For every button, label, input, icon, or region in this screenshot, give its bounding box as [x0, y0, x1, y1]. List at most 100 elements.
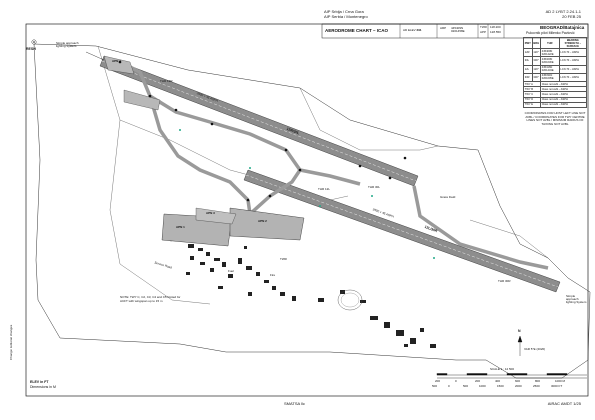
scale-tick: 400	[495, 379, 501, 383]
table-row: 12R 120° 445409N 0201422E LCN 70 – ASPH	[523, 48, 588, 58]
arp: ARP	[440, 27, 446, 30]
thr-30r-label: THR 30R	[498, 279, 511, 283]
rwy-table-header: RWY BRG THR BEARING STRENGTH – SURFACE	[523, 36, 588, 50]
freq-label-2: APP	[480, 30, 487, 34]
cell: 445416N 0201434E	[539, 64, 560, 74]
cell: LCN 70 – ASPH	[558, 56, 588, 66]
chart-title: AERODROME CHART – ICAO	[325, 28, 389, 33]
cell: 445320N 0201630E	[539, 56, 560, 66]
apron-1-label: APN 1	[176, 225, 185, 229]
fuel-label: Fuel	[228, 269, 234, 273]
apron-4-label: APN 4	[112, 59, 121, 63]
resh-label: RESH	[26, 47, 36, 51]
scale-tick: 200	[435, 379, 441, 383]
scale-ft-tick: 2000	[515, 384, 522, 388]
scale-ft-tick: 1500	[497, 384, 504, 388]
freq-value-1: 118.200	[490, 25, 501, 29]
coordinates-note: COORDINATES FOR HOST LEFT LINE NOT AVBL …	[524, 111, 586, 126]
circular-track	[337, 289, 363, 311]
header-left-line2: AIP Serbia / Montenegro	[324, 14, 368, 19]
cell: LCN 70 – ASPH	[558, 64, 588, 74]
rwy-heading-arrow-icon	[85, 51, 105, 61]
scale-ft-tick: 2500	[533, 384, 540, 388]
scale-ft-tick: 0	[448, 384, 450, 388]
windsock-icon	[31, 39, 37, 45]
cell: 445331N 0201605E	[539, 72, 560, 82]
scale-ft-tick: 1000	[479, 384, 486, 388]
grass-field-label: Grass Field	[440, 195, 456, 199]
fire-label: Fire	[270, 273, 276, 277]
thr-col: THR	[539, 36, 560, 50]
north-arrow-icon	[517, 335, 523, 356]
cell: Class not avbl – ASPH	[539, 101, 588, 108]
scale-tick: 200	[475, 379, 481, 383]
thr-12l-label: THR 12L	[318, 187, 331, 191]
cell: 12L	[523, 64, 533, 74]
scale-tick: 800	[535, 379, 541, 383]
aerodrome-name: BEOGRAD/Batajnica	[540, 25, 585, 30]
brg-col: BRG	[531, 36, 541, 50]
title-block	[321, 23, 589, 39]
aerodrome-subtitle: Pukovnik pilot Milenko Pavlović	[526, 31, 575, 35]
cell: 120°	[531, 48, 541, 58]
cell: 30R	[523, 72, 533, 82]
header-left: AIP Srbija / Crna Gora AIP Serbia / Mont…	[324, 10, 368, 19]
cell: LCN 70 – ASPH	[558, 48, 588, 58]
scale-ft-tick: 3000 FT	[551, 384, 563, 388]
holding-points	[118, 60, 407, 202]
twy-limit-note: NOTE: TWY C, C2, C3, C4 and C5 limited f…	[120, 295, 181, 303]
scale-ft-tick: 500	[432, 384, 438, 388]
elev-note-1: ELEV in FT	[30, 380, 49, 384]
chart-frame	[25, 23, 589, 397]
elev-note-2: Dimensions in M	[30, 385, 56, 389]
rwy-col: RWY	[523, 36, 533, 50]
cell: 12R	[523, 48, 533, 58]
bs-col: BEARING STRENGTH – SURFACE	[558, 36, 588, 50]
ad-elev-value: 291	[416, 28, 422, 32]
header-right-line2: 20 FEB 25	[562, 14, 581, 19]
magnetic-variation: VAR 5°E (2020)	[524, 347, 546, 351]
footer-left: SMATSA llc	[284, 401, 305, 406]
twr-label: TWR	[280, 257, 287, 261]
scale-tick: 600	[515, 379, 521, 383]
thr-30l-label: THR 30L	[368, 185, 381, 189]
table-row: 30R 300° 445331N 0201605E LCN 70 – ASPH	[523, 72, 588, 82]
cell: LCN 70 – ASPH	[558, 72, 588, 82]
cell: 300°	[531, 56, 541, 66]
thr-12r-label: THR 12R	[160, 79, 173, 83]
ad-elev-label: AD ELEV	[403, 28, 416, 32]
header-right-line1: AD 2 LYBT 2.24.1-1	[545, 9, 581, 14]
apron-3-label: APN 3	[206, 211, 215, 215]
apron-2-label: APN 2	[258, 219, 267, 223]
freq-label-1: TWR	[480, 25, 487, 29]
table-row: 12L 120° 445416N 0201434E LCN 70 – ASPH	[523, 64, 588, 74]
cell: 445409N 0201422E	[539, 48, 560, 58]
scale-label: SCALE 1 : 12 500	[490, 367, 515, 371]
aerodrome-boundary	[33, 43, 591, 379]
approach-lighting-label-2: Simple approach lighting System	[566, 294, 587, 304]
buildings	[186, 244, 436, 348]
rwy-strength-table: RWY BRG THR BEARING STRENGTH – SURFACE 1…	[523, 36, 588, 108]
apron-3	[195, 207, 237, 225]
freq-value-2: 128.550	[490, 30, 501, 34]
cell: 30L	[523, 56, 533, 66]
runway-12r-30l	[99, 55, 419, 187]
approach-lighting-label-1: Simple approach lighting System	[56, 41, 79, 48]
arp-value: 445409N 0201458E	[451, 26, 465, 33]
cell: TWY E	[523, 101, 541, 108]
scale-tick: 0	[455, 379, 457, 383]
ad-elev: AD ELEV 291	[403, 29, 422, 32]
cell: 120°	[531, 64, 541, 74]
runway-12l-30r	[243, 169, 561, 293]
apron-2	[229, 207, 305, 241]
header-left-line1: AIP Srbija / Crna Gora	[324, 9, 364, 14]
arp-label: ARP	[440, 26, 447, 30]
change-note: Change: Editorial changes	[9, 324, 13, 360]
scale-ft-tick: 500	[463, 384, 469, 388]
navaid-markers	[179, 129, 435, 259]
apron-4	[103, 55, 135, 75]
footer-right: AIRAC AMDT 1/25	[547, 401, 581, 406]
scale-bar	[436, 373, 587, 379]
